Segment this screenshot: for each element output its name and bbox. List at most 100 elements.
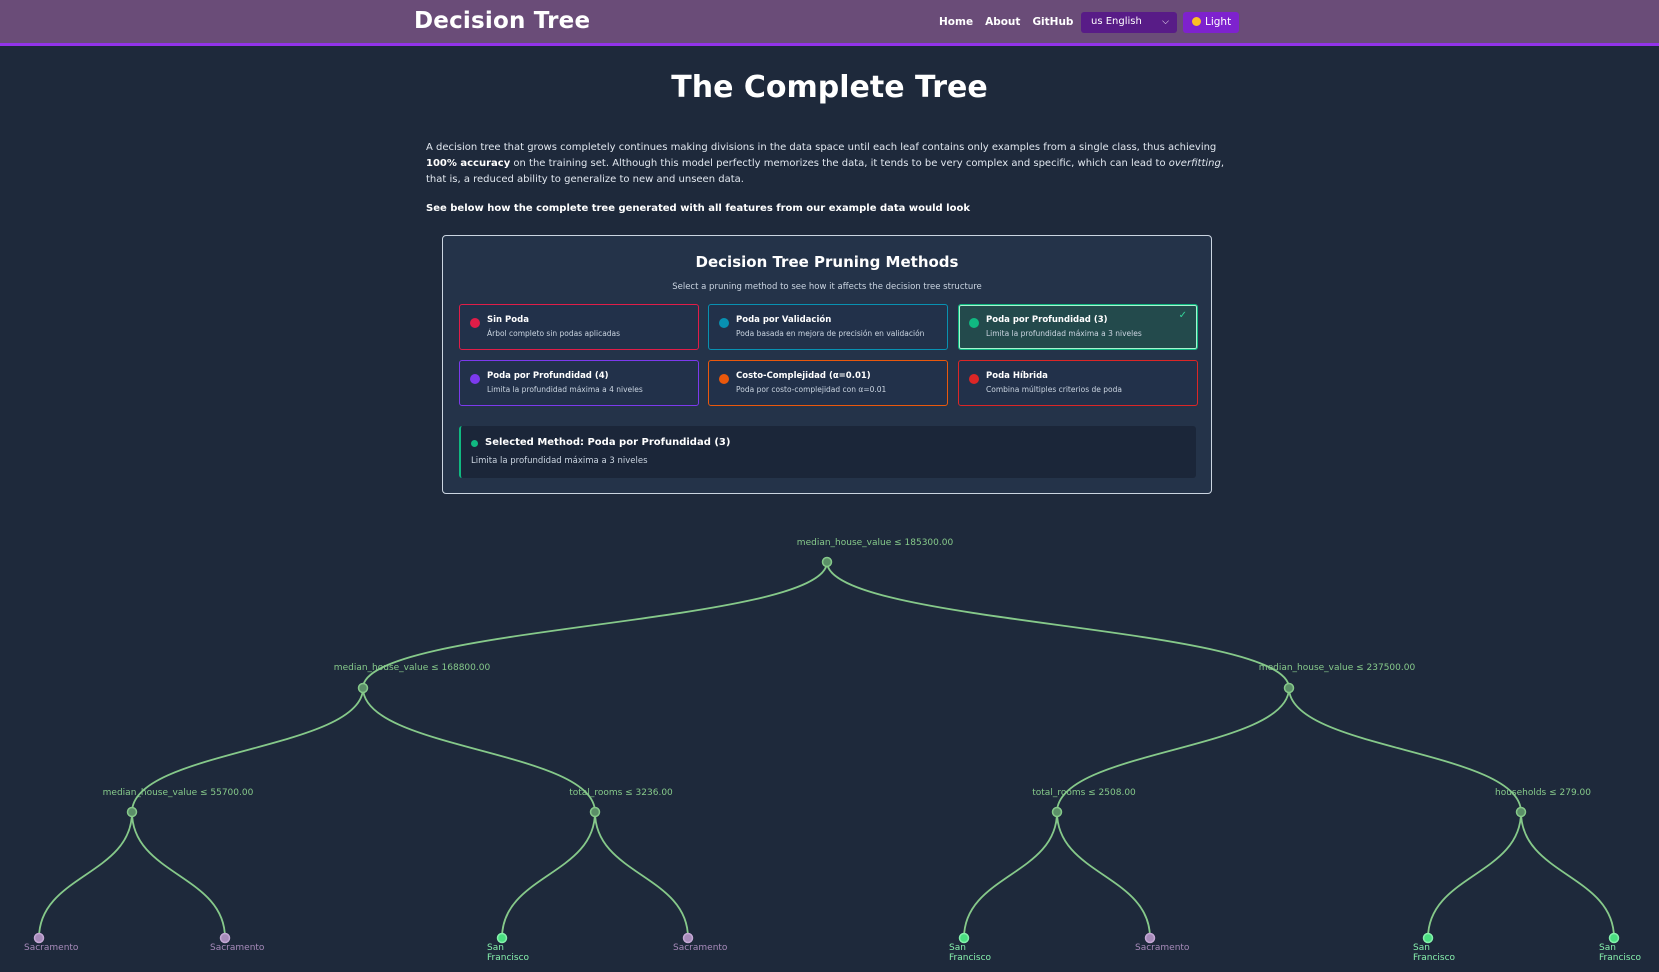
tree-root-node[interactable] [821,556,833,568]
intro-text-a: A decision tree that grows completely co… [426,142,1217,153]
method-description: Poda basada en mejora de precisión en va… [736,329,925,338]
method-description: Limita la profundidad máxima a 3 niveles [986,329,1142,338]
chevron-down-icon: ⌵ [1162,17,1169,27]
tree-internal-node[interactable] [1515,806,1527,818]
pruning-card-title: Decision Tree Pruning Methods [695,253,959,271]
selected-method-description: Limita la profundidad máxima a 3 niveles [471,456,648,466]
language-select-value: us English [1091,16,1142,27]
method-name: Sin Poda [487,315,529,325]
tree-leaf-node[interactable] [33,932,45,944]
intro-bold-accuracy: 100% accuracy [426,158,511,169]
brand-title[interactable]: Decision Tree [414,8,591,34]
tree-internal-node[interactable] [1051,806,1063,818]
see-below-text: See below how the complete tree generate… [426,203,970,214]
tree-leaf-label: Francisco [1413,953,1456,963]
root-split-label: median_house_value ≤ 185300.00 [797,538,954,548]
tree-leaf-node[interactable] [1608,932,1620,944]
tree-leaf-label: Sacramento [673,943,728,953]
method-description: Árbol completo sin podas aplicadas [487,329,621,338]
tree-edge [501,811,596,939]
tree-leaf-label: San [487,943,504,953]
theme-toggle-button[interactable]: Light [1183,12,1239,33]
tree-leaf-label: San [1413,943,1430,953]
intro-italic-overfitting: overfitting [1168,158,1221,169]
tree-leaf-node[interactable] [1422,932,1434,944]
language-select[interactable]: us English ⌵ [1081,12,1177,33]
method-description: Combina múltiples criterios de poda [986,385,1122,394]
tree-leaf-label: Sacramento [24,943,79,953]
intro-text-c: , that is, a reduced ability to generali… [426,158,1225,185]
tree-edge [131,811,226,939]
tree-leaf-label: Francisco [1599,953,1642,963]
method-name: Poda por Validación [736,315,832,325]
method-color-dot [969,374,979,384]
tree-edge [362,561,828,689]
tree-internal-node[interactable] [1283,682,1295,694]
theme-toggle-label: Light [1205,16,1232,28]
tree-edge [963,811,1058,939]
tree-edge [1427,811,1522,939]
nav-links: Home About GitHub [939,16,1073,28]
method-option-profundidad-3[interactable]: Poda por Profundidad (3) Limita la profu… [958,304,1198,350]
intro-paragraph: A decision tree that grows completely co… [426,140,1232,188]
method-color-dot [470,374,480,384]
sun-icon [1192,17,1201,26]
page-title: The Complete Tree [671,70,988,105]
tree-edge [362,687,596,813]
method-option-profundidad-4[interactable]: Poda por Profundidad (4) Limita la profu… [459,360,699,406]
tree-leaf-label: Sacramento [1135,943,1190,953]
tree-leaf-node[interactable] [219,932,231,944]
method-name: Poda por Profundidad (4) [487,371,609,381]
intro-text-b: on the training set. Although this model… [510,158,1169,169]
split-label: median_house_value ≤ 168800.00 [334,663,491,673]
method-color-dot [969,318,979,328]
method-color-dot [470,318,480,328]
method-color-dot [719,318,729,328]
tree-edge [131,687,364,813]
method-name: Costo-Complejidad (α=0.01) [736,371,871,381]
pruning-card-subtitle: Select a pruning method to see how it af… [672,282,982,292]
method-option-sin-poda[interactable]: Sin Poda Árbol completo sin podas aplica… [459,304,699,350]
decision-tree-diagram: median_house_value ≤ 185300.00 median_ho… [24,538,1642,963]
nav-about-link[interactable]: About [985,16,1021,28]
tree-leaf-node[interactable] [1144,932,1156,944]
check-icon: ✓ [1178,310,1187,321]
tree-internal-node[interactable] [126,806,138,818]
method-option-hibrida[interactable]: Poda Híbrida Combina múltiples criterios… [958,360,1198,406]
tree-edge [594,811,689,939]
tree-leaf-label: Francisco [949,953,992,963]
split-label: households ≤ 279.00 [1495,788,1591,798]
tree-leaf-label: San [949,943,966,953]
method-option-costo-complejidad[interactable]: Costo-Complejidad (α=0.01) Poda por cost… [708,360,948,406]
tree-leaf-label: San [1599,943,1616,953]
method-description: Limita la profundidad máxima a 4 niveles [487,385,643,394]
nav-github-link[interactable]: GitHub [1032,16,1074,28]
pruning-methods-card: Decision Tree Pruning Methods Select a p… [442,235,1212,494]
tree-leaf-node[interactable] [682,932,694,944]
selected-method-panel: Selected Method: Poda por Profundidad (3… [459,426,1196,478]
split-label: median_house_value ≤ 55700.00 [103,788,254,798]
selected-method-title: Selected Method: Poda por Profundidad (3… [485,437,731,448]
tree-edges [38,561,1615,939]
split-label: total_rooms ≤ 3236.00 [569,788,673,798]
method-name: Poda por Profundidad (3) [986,315,1108,325]
method-option-validacion[interactable]: Poda por Validación Poda basada en mejor… [708,304,948,350]
method-name: Poda Híbrida [986,371,1048,381]
tree-leaf-node[interactable] [958,932,970,944]
tree-edge [1520,811,1615,939]
split-label: median_house_value ≤ 237500.00 [1259,663,1416,673]
tree-edge [1056,687,1290,813]
selected-method-dot [471,440,478,447]
tree-edge [826,561,1290,689]
nav-home-link[interactable]: Home [939,16,974,28]
tree-edge [38,811,133,939]
tree-edge [1288,687,1522,813]
tree-leaf-label: Francisco [487,953,530,963]
method-color-dot [719,374,729,384]
method-description: Poda por costo-complejidad con α=0.01 [736,385,887,394]
tree-internal-node[interactable] [589,806,601,818]
top-navbar: Decision Tree Home About GitHub us Engli… [0,0,1659,46]
tree-leaf-node[interactable] [496,932,508,944]
tree-internal-node[interactable] [357,682,369,694]
